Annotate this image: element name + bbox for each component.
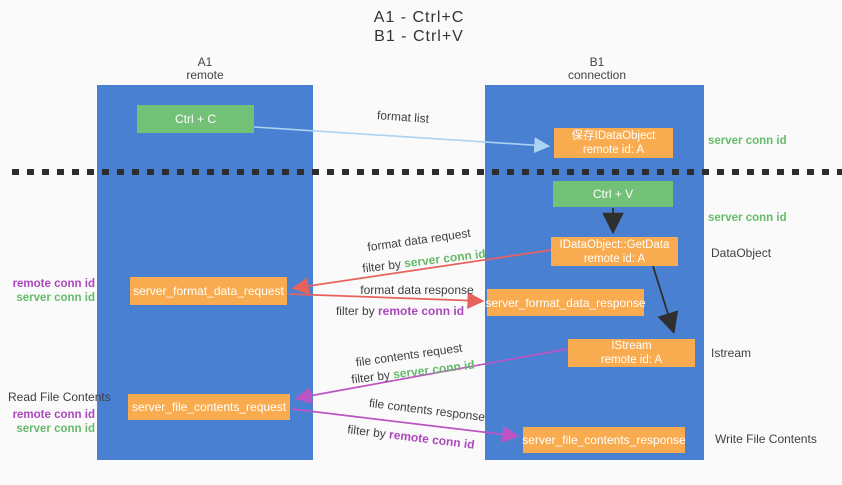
server-format-data-response-box: server_format_data_response	[485, 289, 646, 316]
title-line-1: A1 - Ctrl+C	[373, 9, 465, 26]
column-header-b1: B1 connection	[568, 56, 626, 82]
istream-line2: remote id: A	[600, 354, 663, 366]
istream-side-label: Istream	[711, 346, 752, 360]
filter-by-remote-conn-id-2: filter by remote conn id	[347, 422, 476, 452]
server-file-contents-response-box: server_file_contents_response	[522, 427, 686, 453]
format-data-response-label: format data response	[360, 283, 474, 297]
server-format-data-request-label: server_format_data_request	[133, 284, 284, 298]
right-server-conn-id-mid: server conn id	[708, 212, 787, 224]
remote-conn-id-key: remote conn id	[388, 427, 476, 452]
server-conn-id-label: server conn id	[16, 292, 95, 304]
format-list-label: format list	[376, 108, 430, 126]
remote-conn-id-label: remote conn id	[12, 409, 95, 421]
server-file-contents-response-label: server_file_contents_response	[522, 433, 686, 447]
getdata-line2: remote id: A	[583, 252, 646, 265]
left-conn-ids-format: remote conn id server conn id	[0, 277, 95, 305]
dataobject-label: DataObject	[711, 246, 772, 260]
left-conn-ids-file: remote conn id server conn id	[0, 408, 95, 436]
server-file-contents-request-box: server_file_contents_request	[128, 394, 290, 420]
save-dataobject-line1: 保存IDataObject	[571, 130, 656, 142]
dotted-divider	[12, 169, 842, 175]
save-dataobject-line2: remote id: A	[582, 144, 645, 156]
remote-conn-id-label: remote conn id	[12, 278, 95, 290]
server-conn-id-label: server conn id	[16, 423, 95, 435]
file-contents-response-label: file contents response	[368, 395, 486, 425]
server-format-data-request-box: server_format_data_request	[130, 277, 287, 305]
save-dataobject-box: 保存IDataObject remote id: A	[554, 128, 673, 158]
read-file-contents-label: Read File Contents	[8, 390, 111, 404]
server-file-contents-request-label: server_file_contents_request	[131, 400, 287, 414]
filter-by-text: filter by	[361, 256, 402, 276]
filter-by-text: filter by	[346, 422, 387, 441]
right-server-conn-id-top: server conn id	[708, 135, 787, 147]
server-conn-id-key: server conn id	[403, 246, 487, 271]
ctrl-v-box: Ctrl + V	[553, 181, 673, 207]
ctrl-c-label: Ctrl + C	[174, 112, 216, 126]
ctrl-v-label: Ctrl + V	[592, 187, 634, 201]
diagram-title: A1 - Ctrl+C B1 - Ctrl+V	[374, 8, 465, 46]
filter-by-remote-conn-id-1: filter by remote conn id	[336, 304, 464, 318]
getdata-line1: IDataObject::GetData	[559, 238, 670, 251]
column-header-a1: A1 remote	[186, 56, 223, 82]
getdata-box: IDataObject::GetData remote id: A	[551, 237, 678, 266]
remote-conn-id-key: remote conn id	[378, 304, 465, 318]
write-file-contents-label: Write File Contents	[715, 432, 817, 446]
ctrl-c-box: Ctrl + C	[137, 105, 254, 133]
server-format-data-response-label: server_format_data_response	[485, 295, 646, 310]
a1-subtitle: remote	[186, 68, 224, 82]
istream-box: IStream remote id: A	[568, 339, 695, 367]
title-line-2: B1 - Ctrl+V	[374, 28, 464, 45]
a1-title: A1	[197, 55, 213, 69]
filter-by-text: filter by	[350, 367, 391, 387]
b1-title: B1	[589, 55, 605, 69]
istream-line1: IStream	[611, 340, 652, 352]
b1-subtitle: connection	[567, 68, 627, 82]
filter-by-text: filter by	[335, 304, 375, 318]
